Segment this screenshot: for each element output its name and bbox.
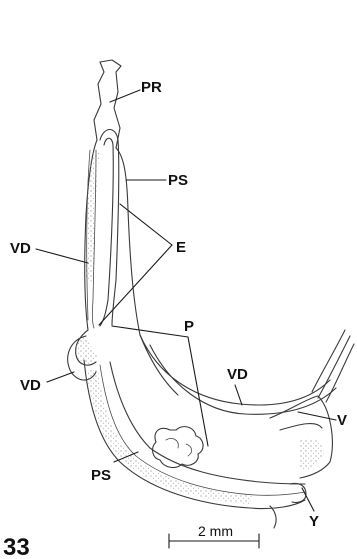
label-vd-left-upper: VD <box>10 240 31 257</box>
label-v: V <box>337 412 347 429</box>
leader-p-left <box>112 326 188 337</box>
label-vd-right: VD <box>227 366 248 383</box>
label-vd-left-lower: VD <box>20 377 41 394</box>
leader-e-upper <box>120 204 172 245</box>
leader-p-down <box>188 337 208 446</box>
label-pr: PR <box>141 79 162 96</box>
penial-sheath-upper-stipple <box>86 150 100 282</box>
leader-v <box>298 412 336 420</box>
vagina-stipple <box>300 439 324 471</box>
label-y: Y <box>309 513 319 530</box>
label-p: P <box>184 318 194 335</box>
penis-shaft-mid <box>100 365 305 495</box>
label-ps-top: PS <box>168 172 188 189</box>
scale-bar: 2 mm <box>169 523 259 548</box>
scale-bar-label: 2 mm <box>198 523 233 539</box>
leader-vd-right <box>235 385 242 405</box>
leader-pr <box>110 90 140 102</box>
figure-number: 33 <box>3 534 30 559</box>
label-ps-bottom: PS <box>91 467 111 484</box>
epiphallus-loop <box>100 130 119 327</box>
label-e: E <box>176 239 186 256</box>
leader-vd-left-lower <box>47 372 74 382</box>
lobed-mass-detail <box>166 438 192 456</box>
bend-stipple <box>75 334 98 364</box>
leader-e-lower <box>99 245 172 325</box>
leader-vd-left-upper <box>36 249 88 263</box>
